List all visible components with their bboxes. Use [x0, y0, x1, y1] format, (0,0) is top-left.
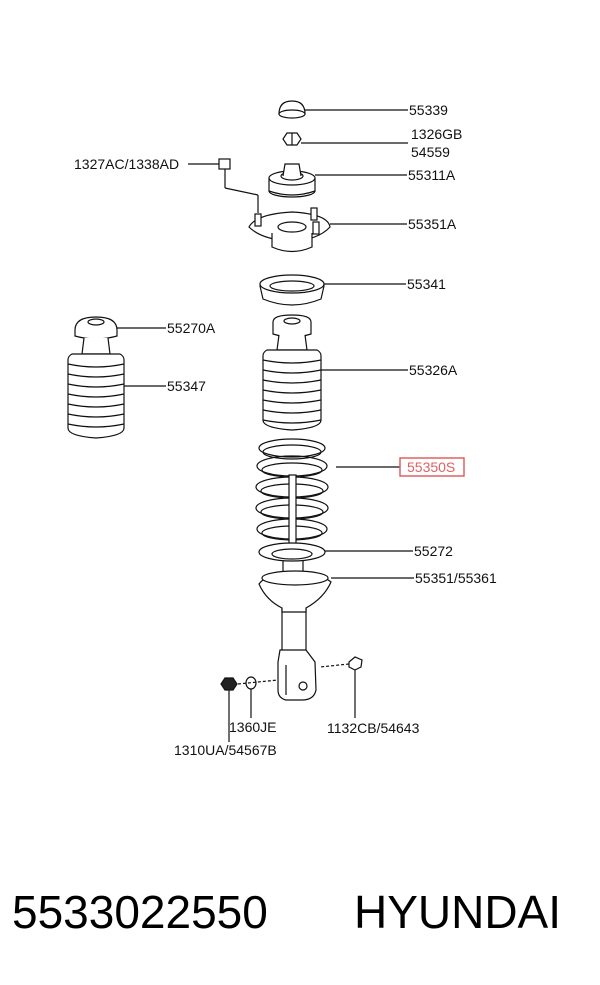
- label-nut-top: 1326GB: [411, 126, 462, 142]
- boot-right-part: [262, 314, 322, 431]
- washer-part: [237, 676, 279, 718]
- label-insulator: 55311A: [408, 167, 456, 183]
- label-spring-seat: 55341: [407, 276, 446, 292]
- label-boot-left: 55347: [167, 378, 206, 394]
- leader-lines: [117, 109, 414, 718]
- label-boot-cap-left: 55270A: [167, 320, 216, 336]
- label-lower-pad: 55272: [414, 543, 453, 559]
- label-washer: 1360JE: [229, 719, 276, 735]
- mount-plate-part: [248, 207, 331, 253]
- bolt-set-part: [218, 158, 259, 213]
- label-mount-plate: 55351A: [408, 216, 457, 232]
- part-number: 5533022550: [12, 886, 268, 938]
- lower-pad-part: [258, 542, 326, 562]
- boot-left-part: [67, 337, 125, 439]
- lock-nut-part: [282, 132, 302, 146]
- label-boot-right: 55326A: [409, 362, 458, 378]
- label-coil-spring: 55350S: [407, 459, 455, 475]
- boot-cap-left-part: [74, 316, 118, 340]
- label-bolt-set: 1327AC/1338AD: [74, 156, 179, 172]
- highlight-box: [399, 457, 465, 477]
- label-nut-bottom: 54559: [411, 144, 450, 160]
- knuckle-bracket-part: [277, 649, 317, 701]
- strut-body-part: [281, 474, 307, 661]
- label-bolt: 1132CB/54643: [327, 720, 420, 736]
- label-cap: 55339: [409, 102, 448, 118]
- spring-seat-part: [259, 274, 325, 306]
- brand-name: HYUNDAI: [354, 886, 561, 938]
- bolt-part: [319, 656, 363, 690]
- label-nut: 1310UA/54567B: [174, 742, 277, 758]
- nut-part: [220, 677, 238, 742]
- dust-cap-part: [278, 100, 306, 119]
- insulator-part: [268, 163, 316, 198]
- label-lower-seat: 55351/55361: [415, 570, 497, 586]
- lower-seat-part: [258, 570, 332, 613]
